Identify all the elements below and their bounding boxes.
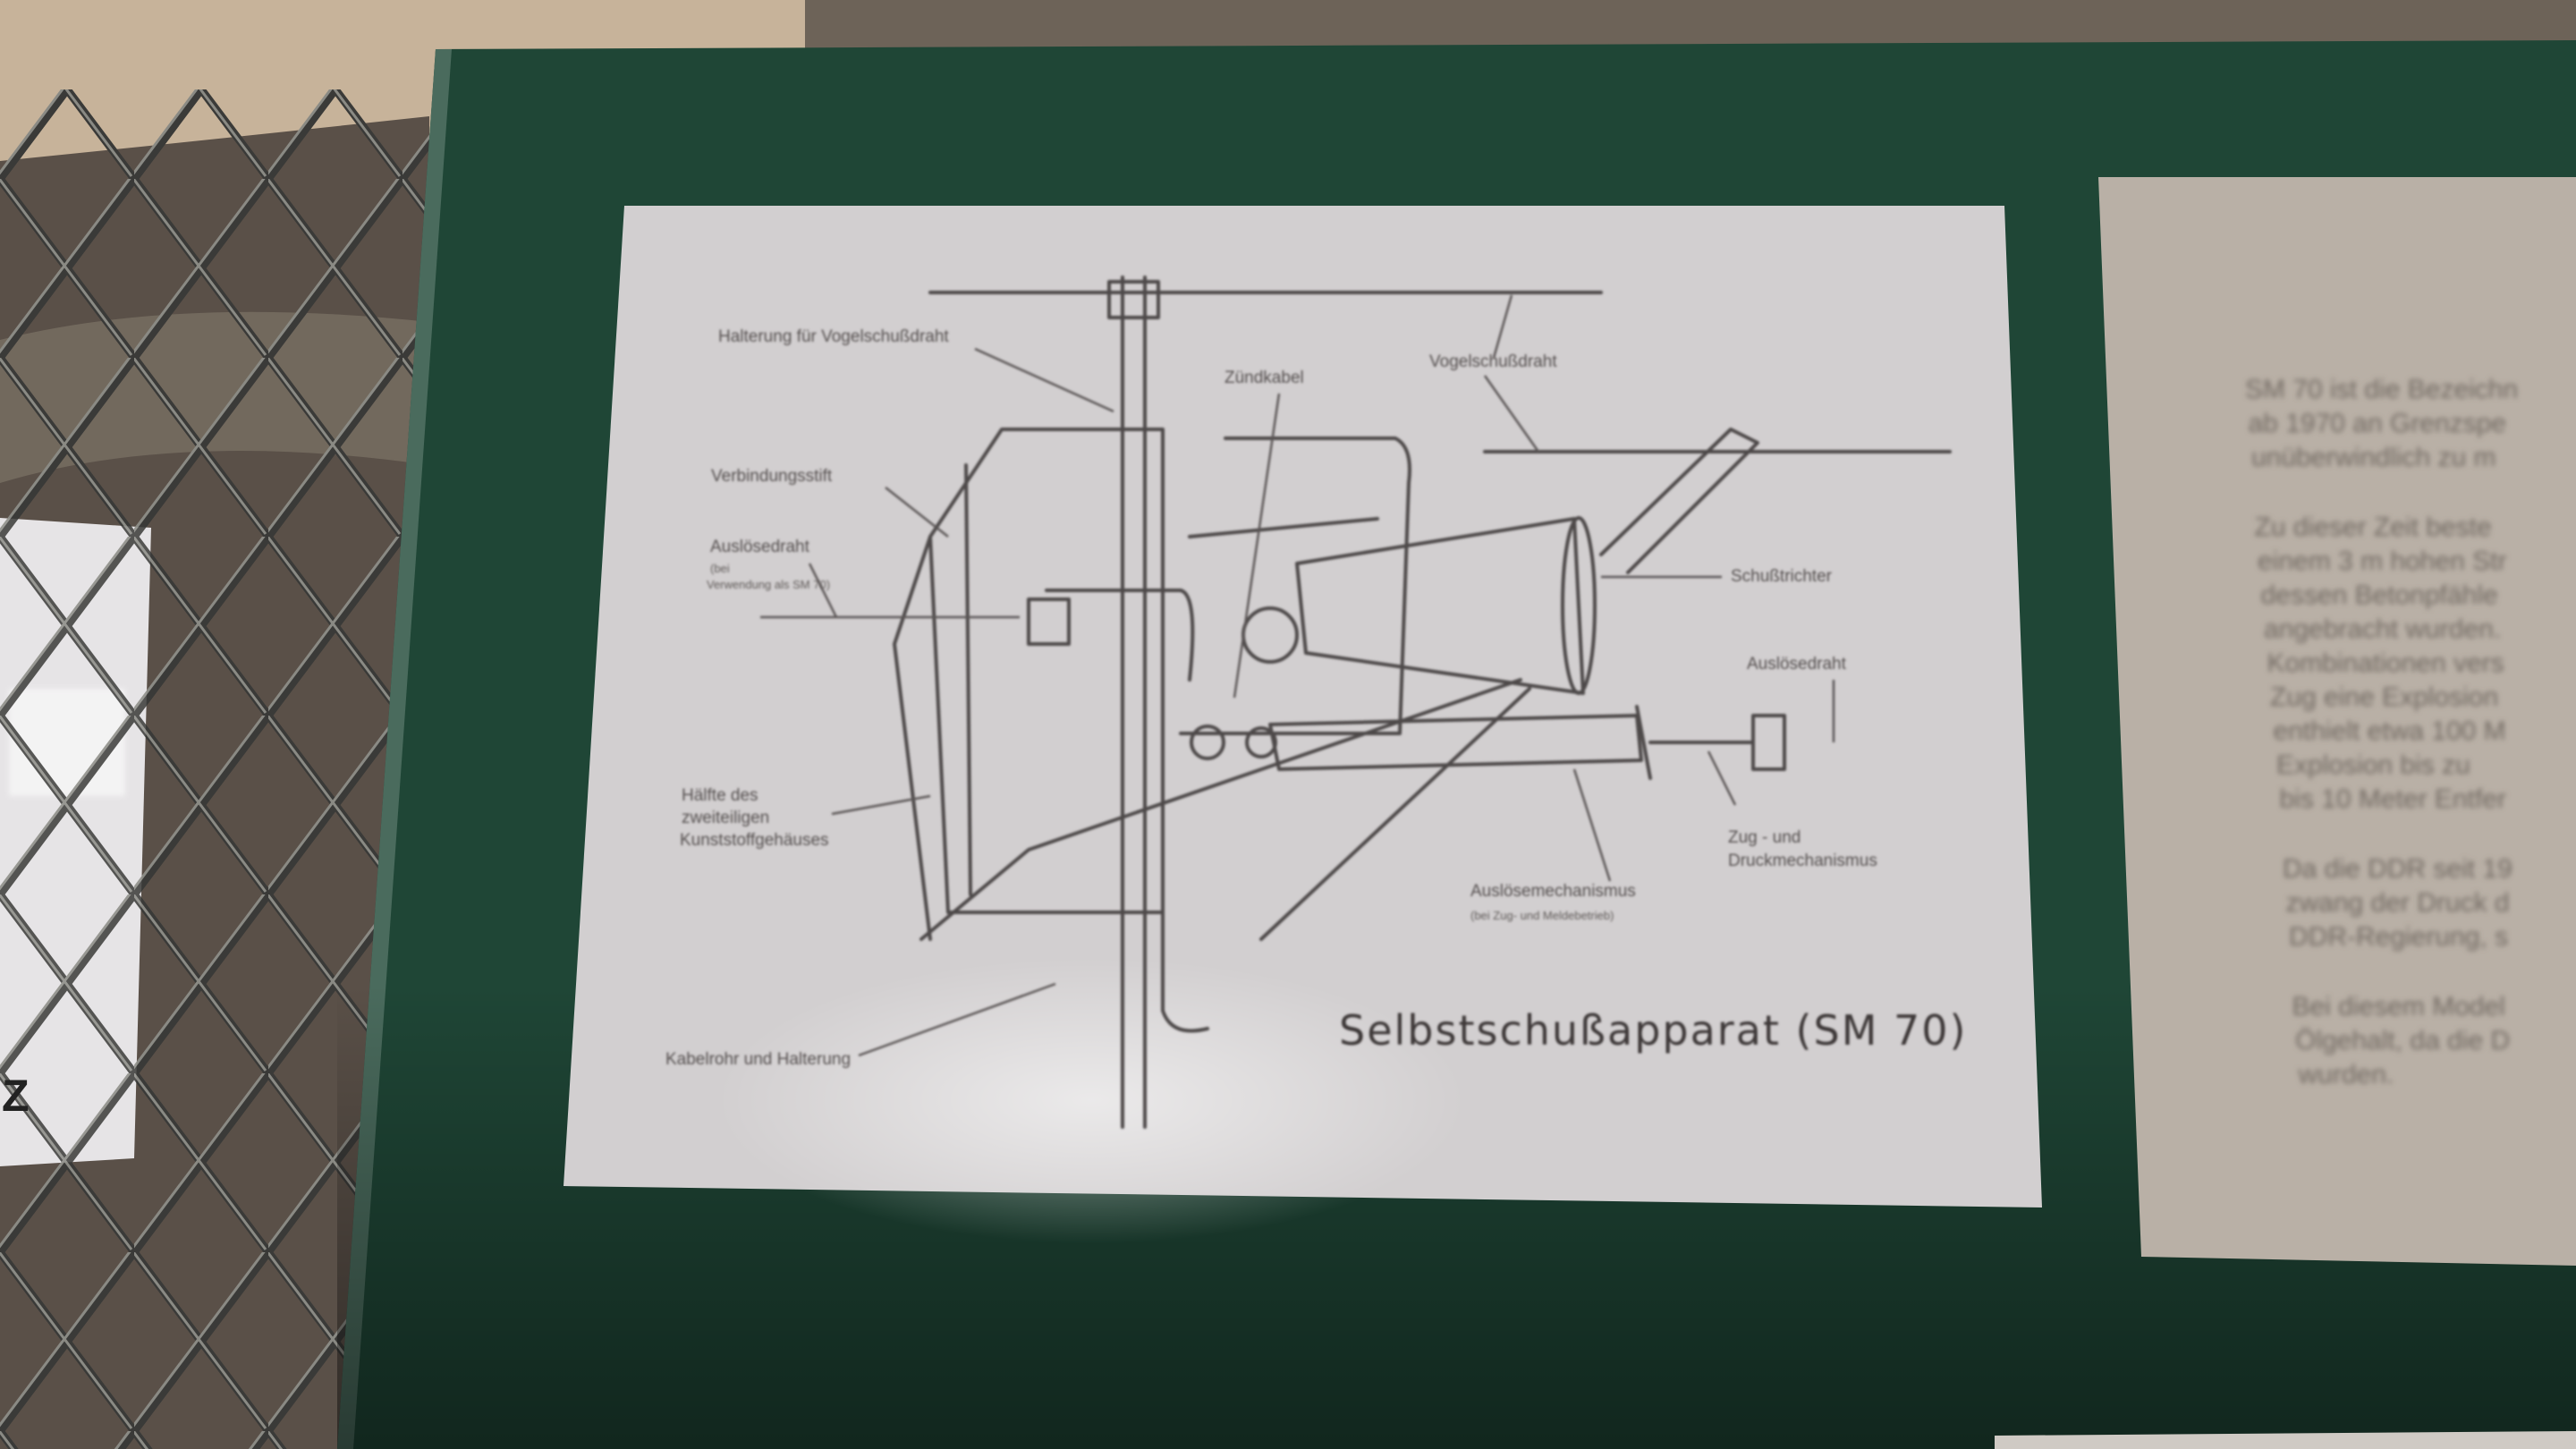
label-vogelschussdraht: Vogelschußdraht — [1429, 352, 1557, 371]
light-glare — [716, 957, 1467, 1243]
label-gehaeuse: Kunststoffgehäuses — [680, 831, 829, 850]
info-panel-line: Ölgehalt, da die D — [2295, 1026, 2510, 1055]
label-zug: Zug - und — [1728, 828, 1801, 847]
info-panel-line: Bei diesem Model — [2292, 992, 2505, 1021]
label-ausloesedraht-right: Auslösedraht — [1747, 655, 1847, 674]
info-panel-line: Da die DDR seit 19 — [2283, 854, 2512, 884]
label-ausloesedraht-left: Auslösedraht — [710, 538, 810, 556]
label-gehaeuse: zweiteiligen — [682, 809, 769, 827]
info-panel-line: zwang der Druck d — [2286, 888, 2510, 918]
label-verbindungsstift: Verbindungsstift — [711, 467, 833, 486]
left-sign-letter: Z — [2, 1071, 30, 1121]
info-panel-line: enthielt etwa 100 M — [2274, 716, 2506, 746]
label-kabelrohr: Kabelrohr und Halterung — [665, 1050, 851, 1069]
lower-paper-edge — [1995, 1431, 2576, 1449]
info-panel-line: Zug eine Explosion — [2270, 682, 2498, 712]
info-panel-line: wurden. — [2298, 1060, 2394, 1089]
info-panel-line: Zu dieser Zeit beste — [2255, 513, 2492, 542]
label-gehaeuse: Hälfte des — [682, 786, 758, 805]
label-ausloesedraht-note: Verwendung als SM 70) — [707, 578, 830, 591]
info-panel-line: dessen Betonpfähle — [2261, 580, 2498, 610]
label-zuendkabel: Zündkabel — [1224, 369, 1304, 387]
fence-front — [0, 89, 179, 1449]
info-panel-line: unüberwindlich zu m — [2251, 443, 2496, 472]
label-ausloesedraht-note: (bei — [710, 562, 730, 575]
diagram-sheet: Halterung für Vogelschußdraht Zündkabel … — [564, 206, 2042, 1243]
info-panel-line: angebracht wurden. — [2264, 614, 2501, 644]
label-schusstrichter: Schußtrichter — [1731, 567, 1833, 586]
label-ausloesemechanismus-note: (bei Zug- und Meldebetrieb) — [1470, 909, 1614, 922]
info-panel-line: SM 70 ist die Bezeichn — [2245, 375, 2518, 404]
info-panel-line: einem 3 m hohen Str — [2258, 547, 2506, 576]
info-panel-line: bis 10 Meter Entfer — [2280, 784, 2506, 814]
info-panel-line: ab 1970 an Grenzspe — [2249, 409, 2507, 438]
diagram-title: Selbstschußapparat (SM 70) — [1339, 1006, 1968, 1055]
label-halterung: Halterung für Vogelschußdraht — [718, 327, 949, 346]
sm70-drawing — [760, 275, 1952, 1129]
info-panel-line: DDR-Regierung, s — [2289, 922, 2508, 952]
info-panel-line: Explosion bis zu — [2276, 750, 2470, 780]
info-panel: SM 70 ist die Bezeichn ab 1970 an Grenzsp… — [2098, 177, 2576, 1266]
label-ausloesemechanismus: Auslösemechanismus — [1470, 882, 1636, 901]
label-zug: Druckmechanismus — [1728, 852, 1877, 870]
info-panel-line: Kombinationen vers — [2267, 648, 2504, 678]
